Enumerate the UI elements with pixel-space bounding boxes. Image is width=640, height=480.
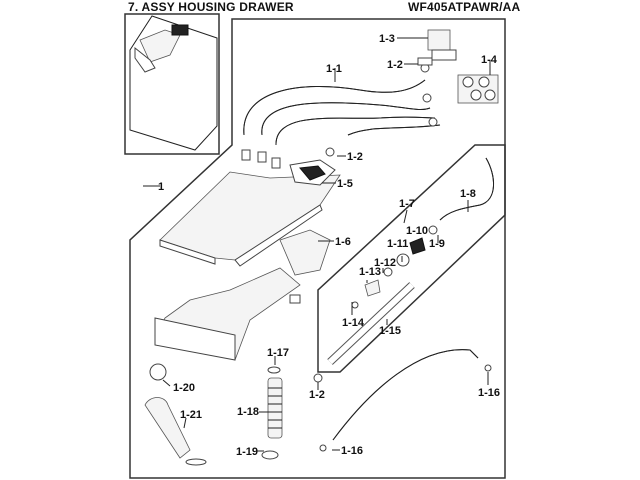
- callout-1-4[interactable]: 1-4: [481, 54, 498, 66]
- callout-1-2[interactable]: 1-2: [347, 151, 363, 163]
- callout-1-7[interactable]: 1-7: [399, 198, 415, 210]
- callout-1-18[interactable]: 1-18: [237, 406, 259, 418]
- callout-1-19[interactable]: 1-19: [236, 446, 258, 458]
- callout-1-10[interactable]: 1-10: [406, 225, 428, 237]
- callout-1-8[interactable]: 1-8: [460, 188, 476, 200]
- callout-1-12[interactable]: 1-12: [374, 257, 396, 269]
- diagram-title: 7. ASSY HOUSING DRAWER: [128, 0, 294, 14]
- model-number: WF405ATPAWR/AA: [408, 0, 521, 14]
- callout-1-20[interactable]: 1-20: [173, 382, 195, 394]
- bellows-parts: [144, 363, 283, 466]
- drain-parts-1-7: [327, 157, 494, 365]
- leader-lines: [143, 37, 491, 452]
- callout-1-1[interactable]: 1-1: [326, 63, 342, 75]
- housing-assembly: [154, 159, 341, 361]
- callout-1-21[interactable]: 1-21: [180, 409, 202, 421]
- inset-frame-1-7: [317, 144, 506, 373]
- water-valve-1-3: [417, 29, 457, 66]
- callout-1-6[interactable]: 1-6: [335, 236, 351, 248]
- callout-1-2[interactable]: 1-2: [387, 59, 403, 71]
- callout-1-16[interactable]: 1-16: [478, 387, 500, 399]
- callout-1-5[interactable]: 1-5: [337, 178, 353, 190]
- drain-hose: [313, 349, 492, 452]
- callout-1-11[interactable]: 1-11: [387, 238, 408, 250]
- callout-1-2[interactable]: 1-2: [309, 389, 325, 401]
- water-valve-1-4: [457, 74, 499, 104]
- callout-1-17[interactable]: 1-17: [267, 347, 289, 359]
- hose-clamps: [241, 63, 438, 169]
- hose-bundle: [243, 79, 441, 146]
- callout-1-9[interactable]: 1-9: [429, 238, 445, 250]
- callout-1[interactable]: 1: [158, 181, 164, 193]
- callout-1-14[interactable]: 1-14: [342, 317, 365, 329]
- callout-1-13[interactable]: 1-13: [359, 266, 381, 278]
- callout-1-15[interactable]: 1-15: [379, 325, 401, 337]
- callout-1-16[interactable]: 1-16: [341, 445, 363, 457]
- overview-thumbnail: [124, 13, 220, 155]
- main-frame: [129, 18, 506, 479]
- callout-1-3[interactable]: 1-3: [379, 33, 395, 45]
